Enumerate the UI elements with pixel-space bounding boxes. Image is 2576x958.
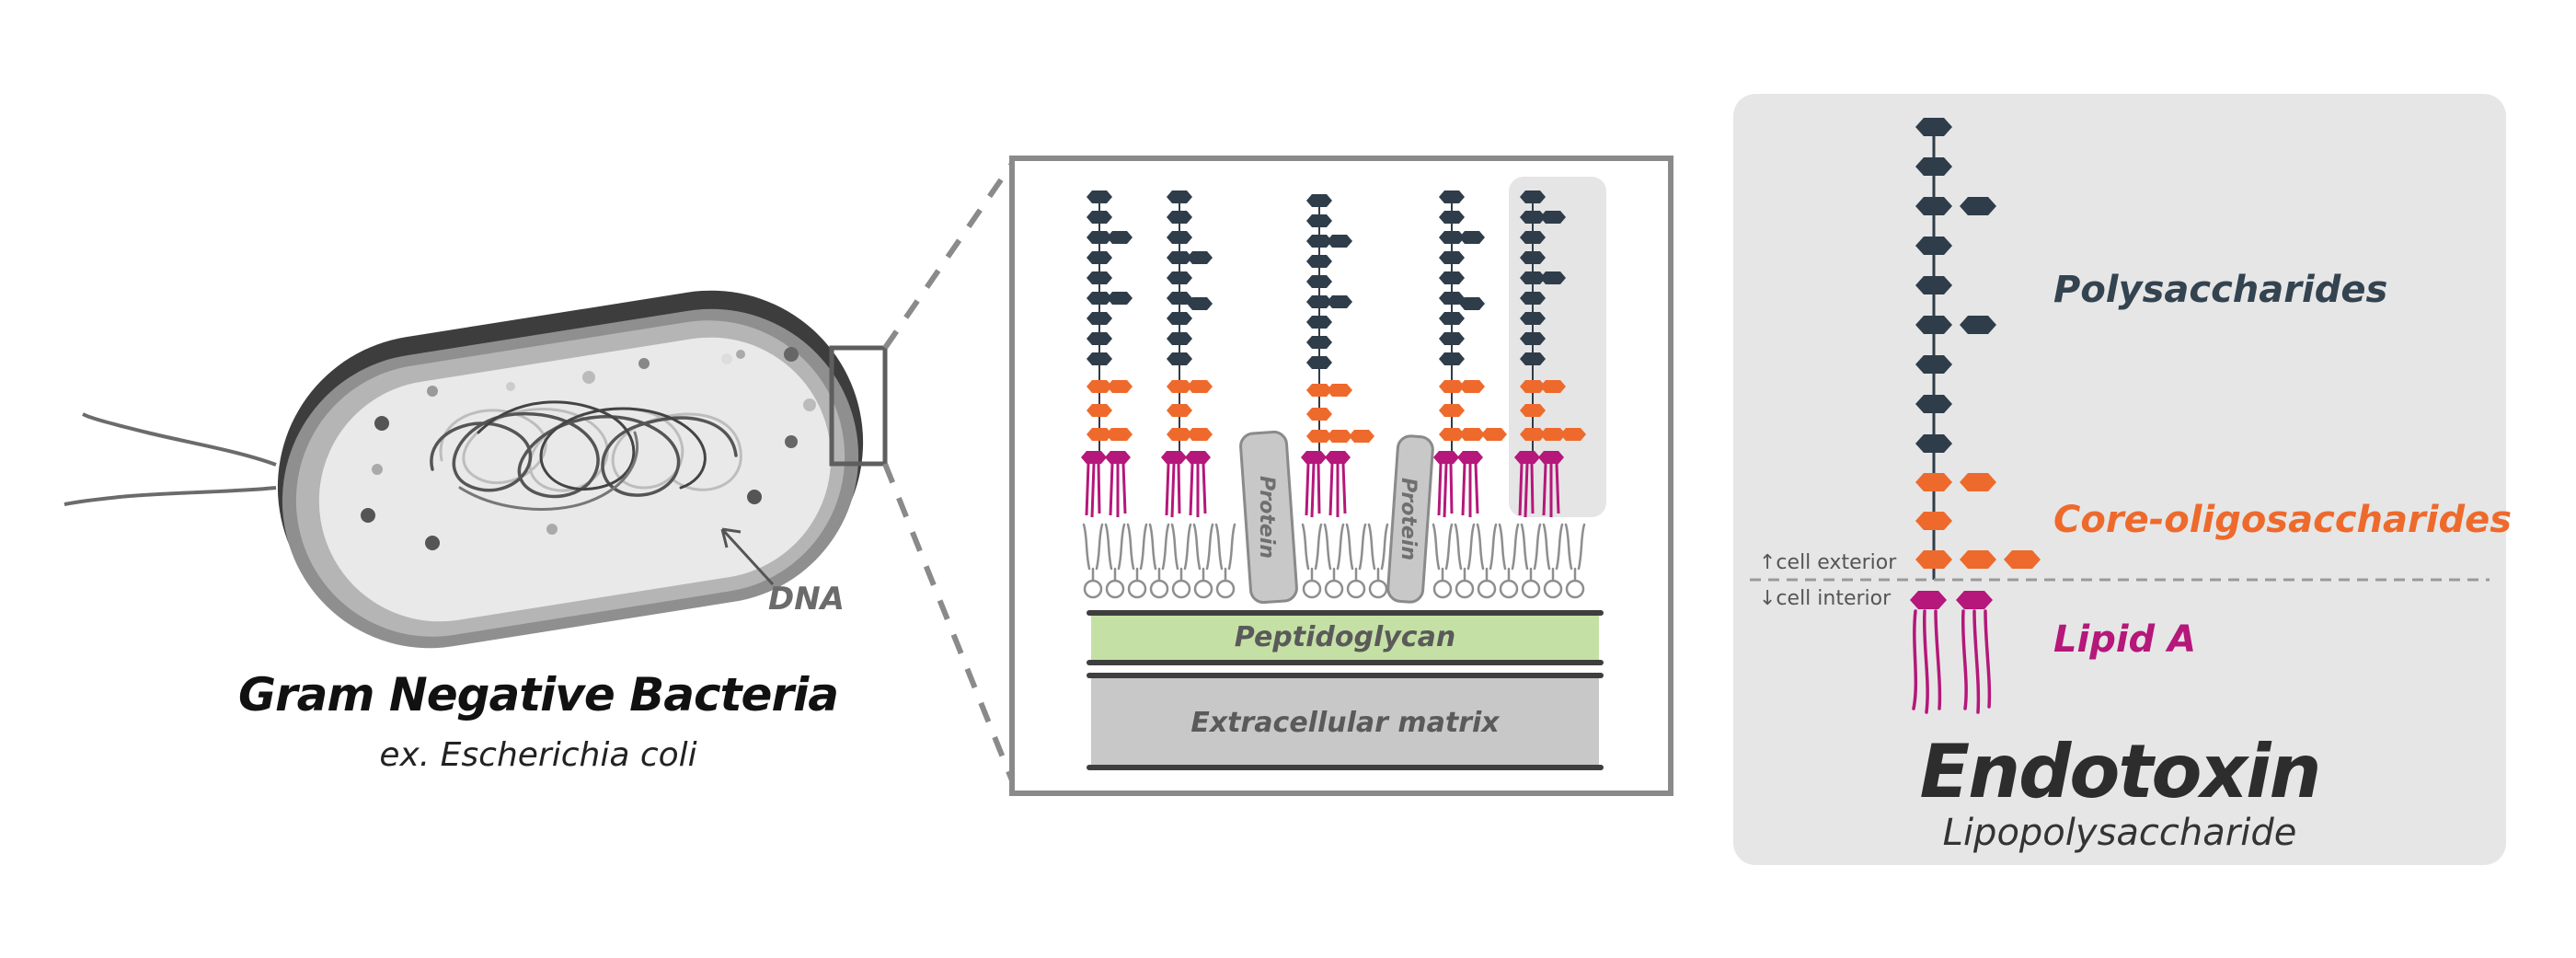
lps-chain-5 (1514, 190, 1586, 518)
protein-label-1: Protein (1255, 476, 1278, 559)
lps-chains (1081, 190, 1586, 518)
membrane-protein-2: Protein (1386, 434, 1434, 604)
zoom-region-box (829, 345, 888, 467)
peptidoglycan-layer (1091, 611, 1599, 663)
endotoxin-panel: ↑cell exterior ↓cell interior Polysaccha… (1733, 94, 2512, 865)
core-oligosaccharides-label: Core-oligosaccharides (2053, 499, 2512, 541)
dna-label: DNA (768, 581, 845, 618)
lipid-a (1910, 591, 1993, 714)
lps-chain-3 (1301, 194, 1352, 518)
lps-chain-1 (1081, 190, 1133, 518)
endotoxin-title: Endotoxin (1919, 729, 2319, 814)
cell-exterior-label: ↑cell exterior (1759, 551, 1897, 574)
cell-interior-label: ↓cell interior (1759, 587, 1892, 610)
cytoplasm (318, 337, 832, 622)
bacterium-subtitle: ex. Escherichia coli (379, 736, 696, 774)
endotoxin-subtitle: Lipopolysaccharide (1943, 812, 2297, 854)
bacterium-illustration: DNA Gram Negative Bacteria ex. Escherich… (63, 290, 888, 774)
polysaccharides-label: Polysaccharides (2053, 269, 2387, 311)
lipid-a-label: Lipid A (2053, 618, 2196, 661)
lps-chain-4 (1433, 190, 1485, 518)
dna-pointer-arrow (720, 527, 775, 586)
membrane-zoom-panel: Protein Protein Peptidoglycan Extracellu… (1009, 156, 1673, 796)
peptidoglycan-label: Peptidoglycan (1235, 621, 1455, 653)
flagella (63, 412, 277, 506)
dna-coil (430, 400, 742, 511)
membrane-protein-1: Protein (1239, 430, 1298, 605)
extracellular-matrix-label: Extracellular matrix (1190, 707, 1501, 739)
zoom-lines (882, 162, 1015, 782)
extracellular-matrix-layer (1091, 675, 1599, 768)
ribosome-dots (361, 347, 816, 550)
protein-label-2: Protein (1397, 478, 1420, 560)
lps-chain-2 (1161, 190, 1213, 518)
bacterium-title: Gram Negative Bacteria (238, 668, 838, 721)
